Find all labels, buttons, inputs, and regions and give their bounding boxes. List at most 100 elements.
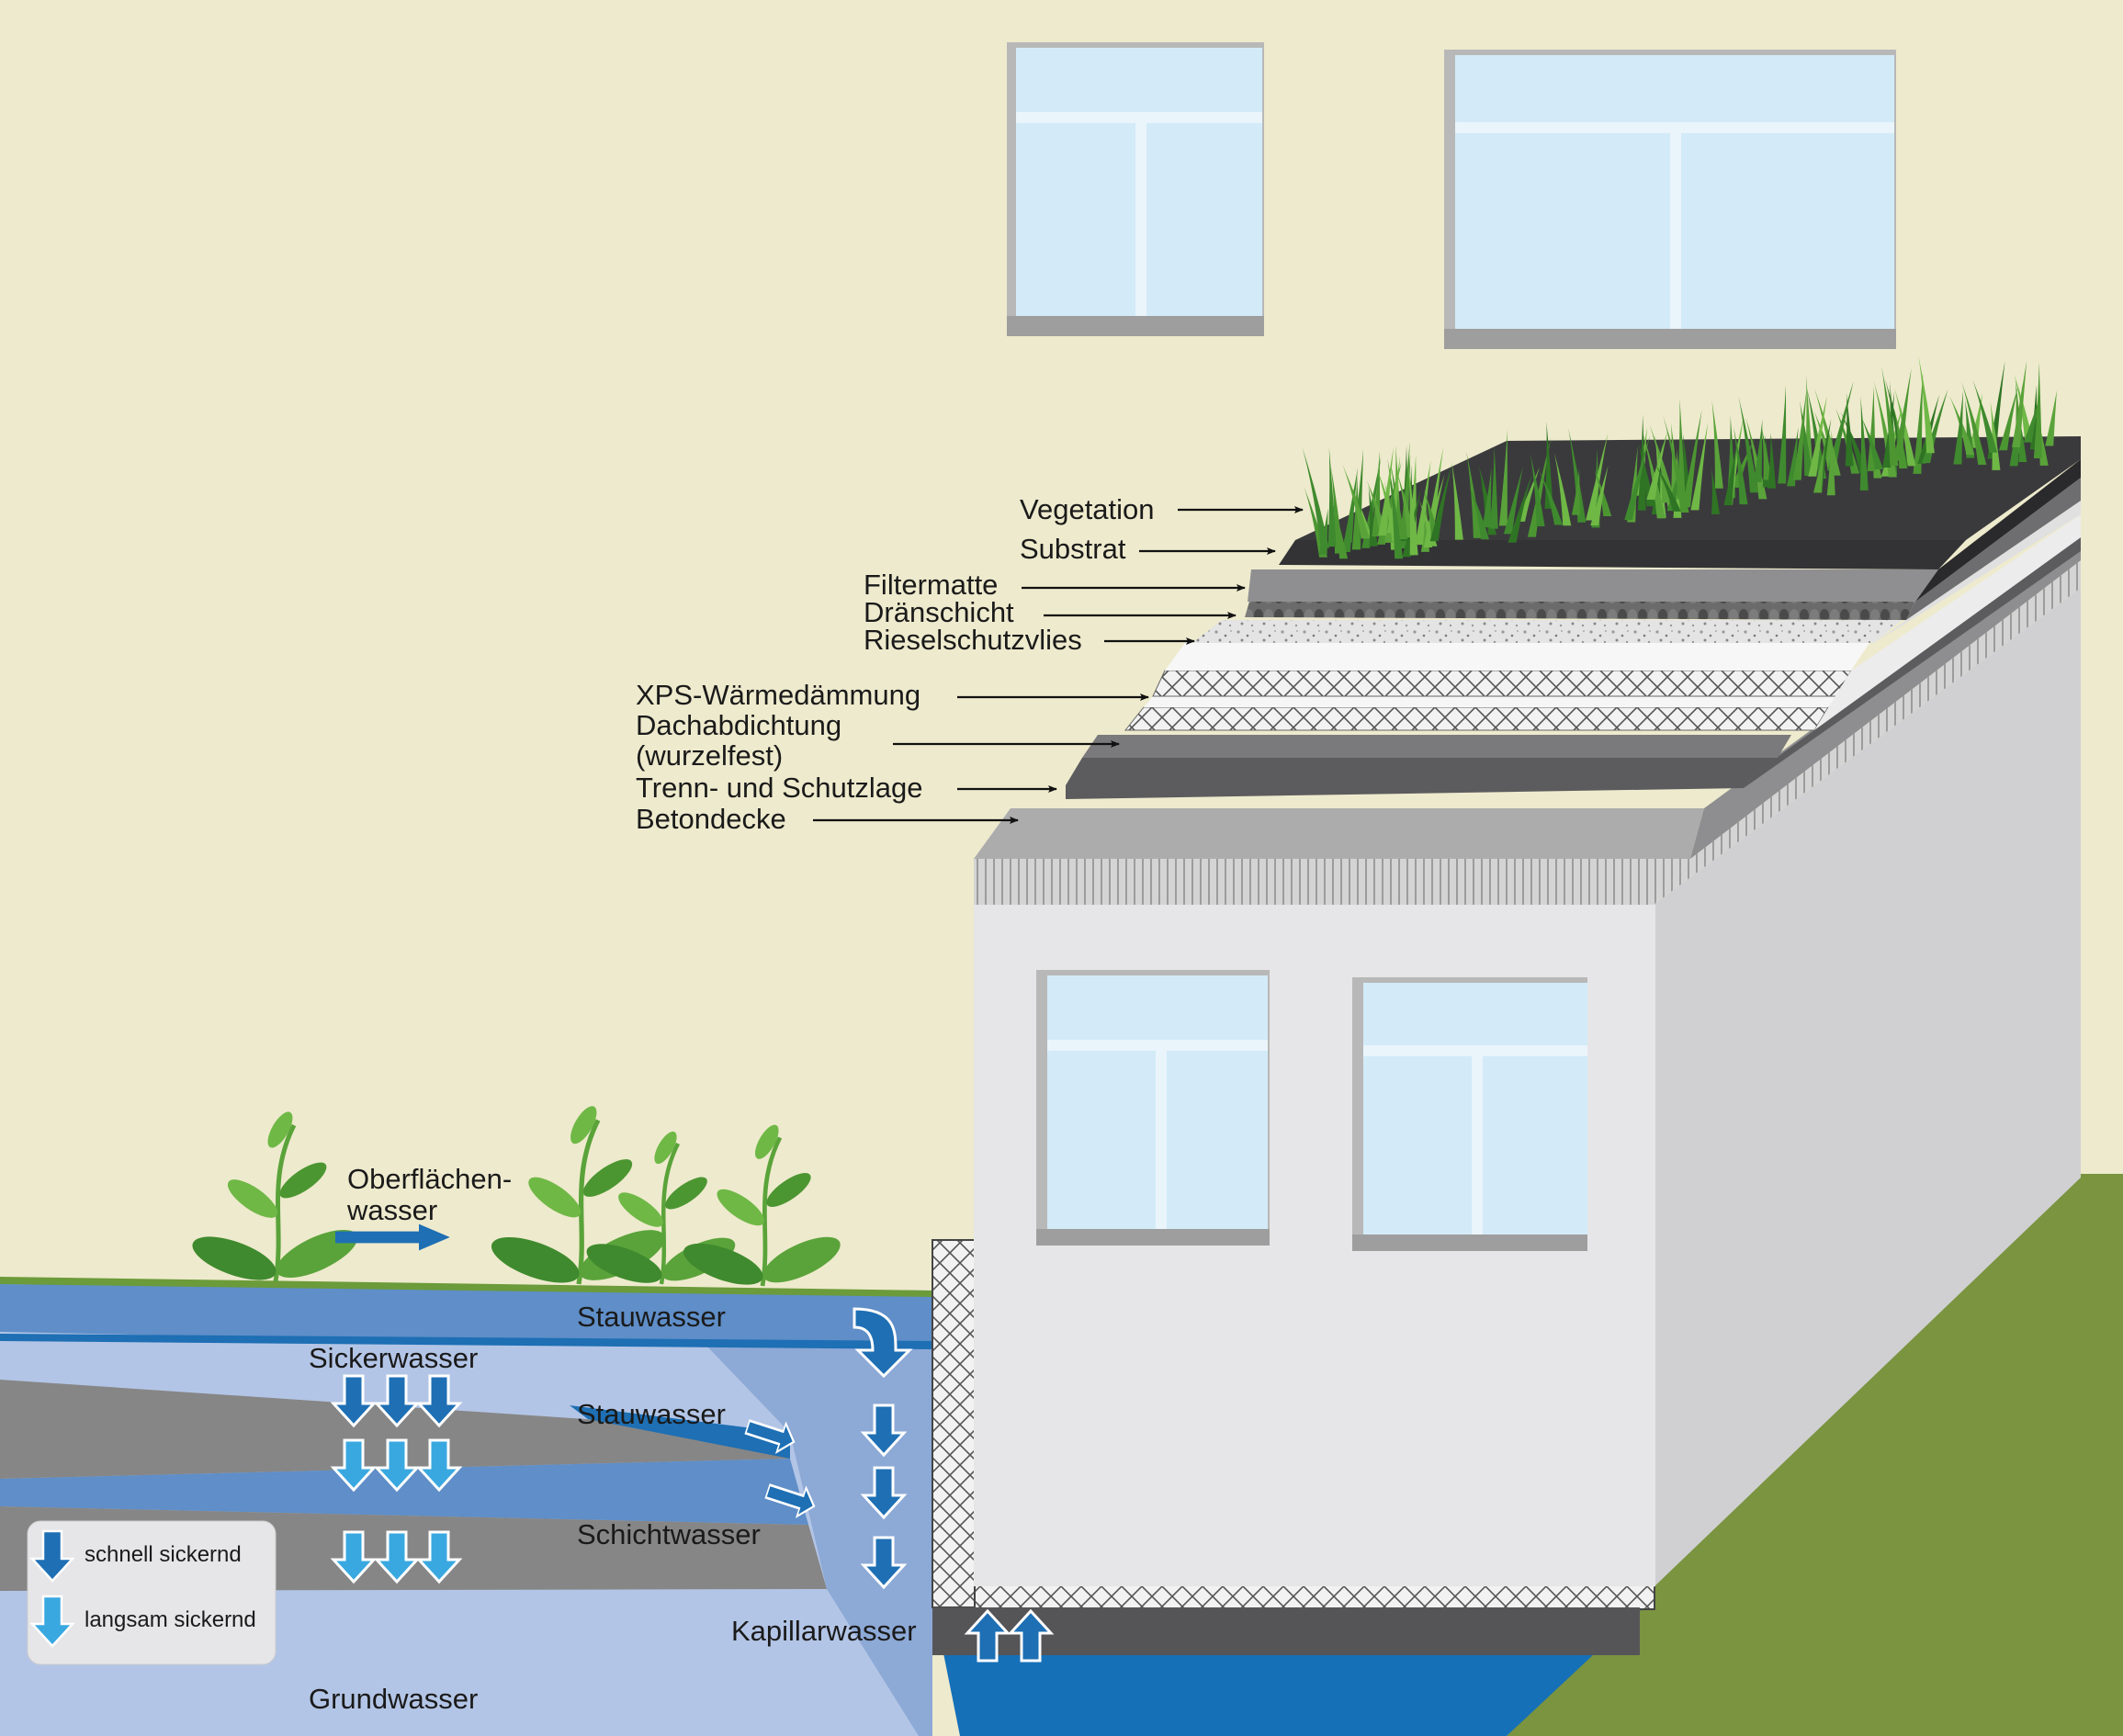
grass-blade	[1654, 461, 1681, 512]
label-vegetation: Vegetation	[1020, 493, 1155, 525]
plant-leaf	[267, 1111, 293, 1148]
label-draenschicht: Dränschicht	[864, 596, 1014, 628]
grass-blade	[1767, 433, 1777, 489]
roof-labels: Vegetation Substrat Filtermatte Dränschi…	[636, 493, 1155, 835]
grass-blade	[1538, 468, 1564, 525]
plant-leaf	[570, 1106, 597, 1144]
plant-leaf	[717, 1189, 764, 1226]
label-schichtwasser: Schichtwasser	[577, 1518, 761, 1550]
label-substrat: Substrat	[1020, 533, 1126, 565]
label-dachabdichtung-sub: (wurzelfest)	[636, 739, 783, 772]
arrow-stauwasser-curve	[853, 1307, 913, 1379]
grass-blade	[1808, 395, 1827, 477]
grass-blade	[1953, 390, 1964, 465]
grass-blade	[2009, 383, 2023, 467]
plant-leaf	[683, 1243, 763, 1285]
grass-blade	[2045, 390, 2057, 446]
grass-blade	[1351, 474, 1361, 550]
water-arrows	[332, 1223, 1053, 1663]
label-sickerwasser: Sickerwasser	[309, 1342, 478, 1374]
roof-grass	[1302, 355, 2057, 559]
grass-blade	[1859, 396, 1869, 490]
grass-blade	[1415, 459, 1431, 546]
grass-blade	[1646, 430, 1668, 500]
label-filtermatte: Filtermatte	[864, 569, 998, 601]
grass-blade	[1918, 355, 1935, 454]
grass-blade	[1342, 464, 1370, 539]
grass-blade	[1860, 416, 1883, 469]
grass-blade	[1753, 419, 1763, 483]
grass-blade	[1331, 499, 1349, 559]
label-betondecke: Betondecke	[636, 803, 786, 835]
sickerwasser-fast-arrows	[332, 1374, 461, 1427]
label-kapillarwasser: Kapillarwasser	[731, 1615, 917, 1647]
grass-blade	[1498, 429, 1508, 526]
grass-blade	[1553, 452, 1572, 526]
label-oberflaechenwasser: Oberflächen-	[347, 1163, 512, 1195]
grass-blade	[1999, 387, 2018, 451]
upper-window-left	[1007, 42, 1264, 336]
grass-blade	[1677, 399, 1686, 500]
grass-blade	[1503, 466, 1523, 535]
grass-blade	[1568, 428, 1587, 523]
grass-blade	[1451, 461, 1463, 540]
grass-blade	[1390, 464, 1405, 534]
grass-blade	[1690, 422, 1709, 511]
plant-leaf	[528, 1177, 582, 1218]
label-xps: XPS-Wärmedämmung	[636, 679, 920, 711]
grass-blade	[2023, 395, 2041, 443]
label-dachabdichtung: Dachabdichtung	[636, 709, 841, 741]
grass-blade	[1827, 381, 1854, 471]
grass-blade	[1792, 390, 1807, 480]
basement-insulation	[932, 1239, 976, 1608]
legend: schnell sickernd langsam sickernd	[27, 1520, 277, 1665]
plant-leaf	[762, 1236, 841, 1283]
plant-leaf	[279, 1162, 327, 1199]
grass-blade	[1711, 400, 1723, 489]
grass-blade	[1845, 392, 1854, 467]
grass-blade	[1972, 379, 1998, 453]
grass-blade	[1343, 482, 1357, 543]
plant-leaf	[654, 1131, 677, 1165]
grass-blade	[1302, 446, 1329, 548]
plant-leaf	[276, 1229, 358, 1279]
lower-window-left	[1036, 970, 1270, 1246]
grass-blade	[1508, 473, 1533, 543]
grass-blade	[1881, 366, 1899, 467]
grass-blade	[1571, 468, 1580, 515]
grass-blade	[1624, 434, 1651, 521]
grass-blade	[1778, 385, 1787, 484]
grass-blade	[1733, 427, 1748, 505]
plant-stem	[576, 1119, 601, 1285]
grass-blade	[1723, 443, 1737, 506]
label-oberflaechenwasser-2: wasser	[346, 1194, 437, 1226]
legend-slow-label: langsam sickernd	[85, 1607, 256, 1632]
label-grundwasser: Grundwasser	[309, 1683, 478, 1715]
grass-blade	[1961, 381, 1987, 466]
plant-leaf	[618, 1192, 663, 1227]
label-rieselschutzvlies: Rieselschutzvlies	[864, 624, 1082, 656]
plant-leaf	[491, 1236, 580, 1283]
plant-leaf	[754, 1124, 779, 1159]
label-stauwasser-top: Stauwasser	[577, 1301, 726, 1333]
plant-leaf	[665, 1177, 707, 1210]
grass-blade	[1327, 447, 1337, 547]
grass-slope	[1507, 1174, 2123, 1736]
grass-blade	[1590, 465, 1609, 526]
grass-blade	[1527, 437, 1552, 537]
grass-blade	[1894, 388, 1916, 467]
label-trennlage: Trenn- und Schutzlage	[636, 772, 922, 804]
grass-blade	[1682, 410, 1702, 508]
grass-blade	[1738, 396, 1758, 493]
grass-blade	[1530, 453, 1545, 527]
lower-window-right	[1352, 977, 1587, 1251]
plant-stem	[659, 1142, 681, 1285]
grass-blade	[1990, 400, 2001, 470]
plant-leaf	[227, 1179, 278, 1218]
plant-leaf	[192, 1236, 277, 1280]
grass-blade	[1913, 373, 1924, 474]
grass-blade	[2014, 374, 2034, 442]
grass-blade	[1813, 418, 1832, 493]
grass-blade	[1429, 465, 1452, 542]
plant-leaf	[766, 1173, 811, 1207]
